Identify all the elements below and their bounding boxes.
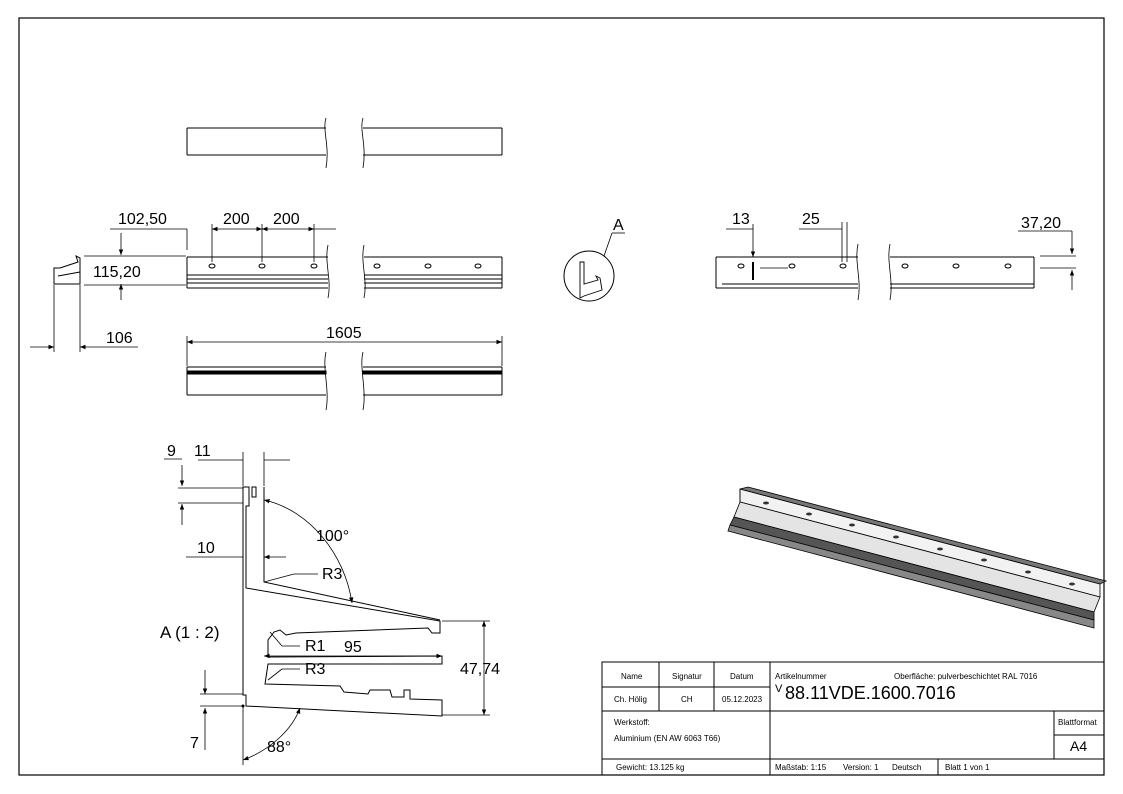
detail-dimensions: [164, 452, 490, 765]
dim-115-20: 115,20: [93, 264, 141, 281]
dim-47-74: 47,74: [460, 661, 500, 678]
tb-name: Ch. Hölig: [614, 695, 647, 704]
tb-massstab: Maßstab: 1:15: [775, 763, 827, 772]
tb-datum: 05.12.2023: [722, 695, 763, 704]
tb-header-datum: Datum: [730, 672, 754, 681]
dim-1605: 1605: [326, 325, 362, 342]
dim-37-20: 37,20: [1021, 215, 1061, 232]
dim-25: 25: [802, 211, 820, 228]
dim-r1: R1: [305, 638, 326, 655]
bottom-view: [186, 336, 503, 411]
tb-header-name: Name: [621, 672, 643, 681]
tb-signatur: CH: [681, 695, 693, 704]
dim-95: 95: [344, 639, 362, 656]
tb-werkstoff-label: Werkstoff:: [614, 718, 650, 727]
tb-artikelnummer: 88.11VDE.1600.7016: [785, 683, 956, 703]
dim-11: 11: [194, 443, 211, 460]
detail-callout: [563, 232, 625, 302]
dim-10: 10: [197, 540, 215, 557]
dim-13: 13: [732, 211, 750, 228]
title-block-frame: [601, 661, 1105, 776]
right-view: [715, 243, 1035, 301]
isometric-view: [727, 486, 1108, 629]
right-view-dimensions: [726, 222, 1076, 290]
detail-label-a: A: [613, 217, 624, 234]
dim-r3-a: R3: [322, 566, 343, 583]
detail-scale-label: A (1 : 2): [160, 623, 220, 642]
tb-gewicht: Gewicht: 13.125 kg: [616, 763, 685, 772]
tb-artikel-prefix: V: [775, 683, 783, 695]
front-view-dimensions: [30, 224, 336, 352]
tb-version: Version: 1: [843, 763, 879, 772]
profile-icon-small: [53, 255, 81, 285]
tb-werkstoff: Aluminium (EN AW 6063 T66): [614, 734, 721, 743]
sheet-border: [18, 17, 1105, 776]
dim-7: 7: [190, 735, 199, 752]
dim-106: 106: [106, 330, 133, 347]
tb-oberflaeche: Oberfläche: pulverbeschichtet RAL 7016: [894, 672, 1038, 681]
dim-200-b: 200: [273, 211, 300, 228]
dim-88-deg: 88°: [267, 739, 291, 756]
detail-profile: [242, 486, 443, 717]
tb-blattformat-label: Blattformat: [1058, 718, 1097, 727]
front-view: [186, 244, 503, 299]
tb-artikel-label: Artikelnummer: [775, 672, 827, 681]
detail-origin-dot: [241, 704, 245, 708]
tb-header-signatur: Signatur: [672, 672, 702, 681]
tb-blatt: Blatt 1 von 1: [945, 763, 990, 772]
dim-100-deg: 100°: [316, 528, 349, 545]
dim-r3-b: R3: [305, 661, 326, 678]
tb-blattformat: A4: [1070, 738, 1088, 754]
top-view: [186, 117, 503, 169]
dim-102-50: 102,50: [118, 211, 167, 228]
tb-sprache: Deutsch: [892, 763, 922, 772]
dim-9: 9: [167, 443, 176, 460]
dimension-labels: 102,50 200 200 115,20 106 1605 A 13 25 3…: [93, 211, 1061, 756]
dim-200-a: 200: [223, 211, 250, 228]
